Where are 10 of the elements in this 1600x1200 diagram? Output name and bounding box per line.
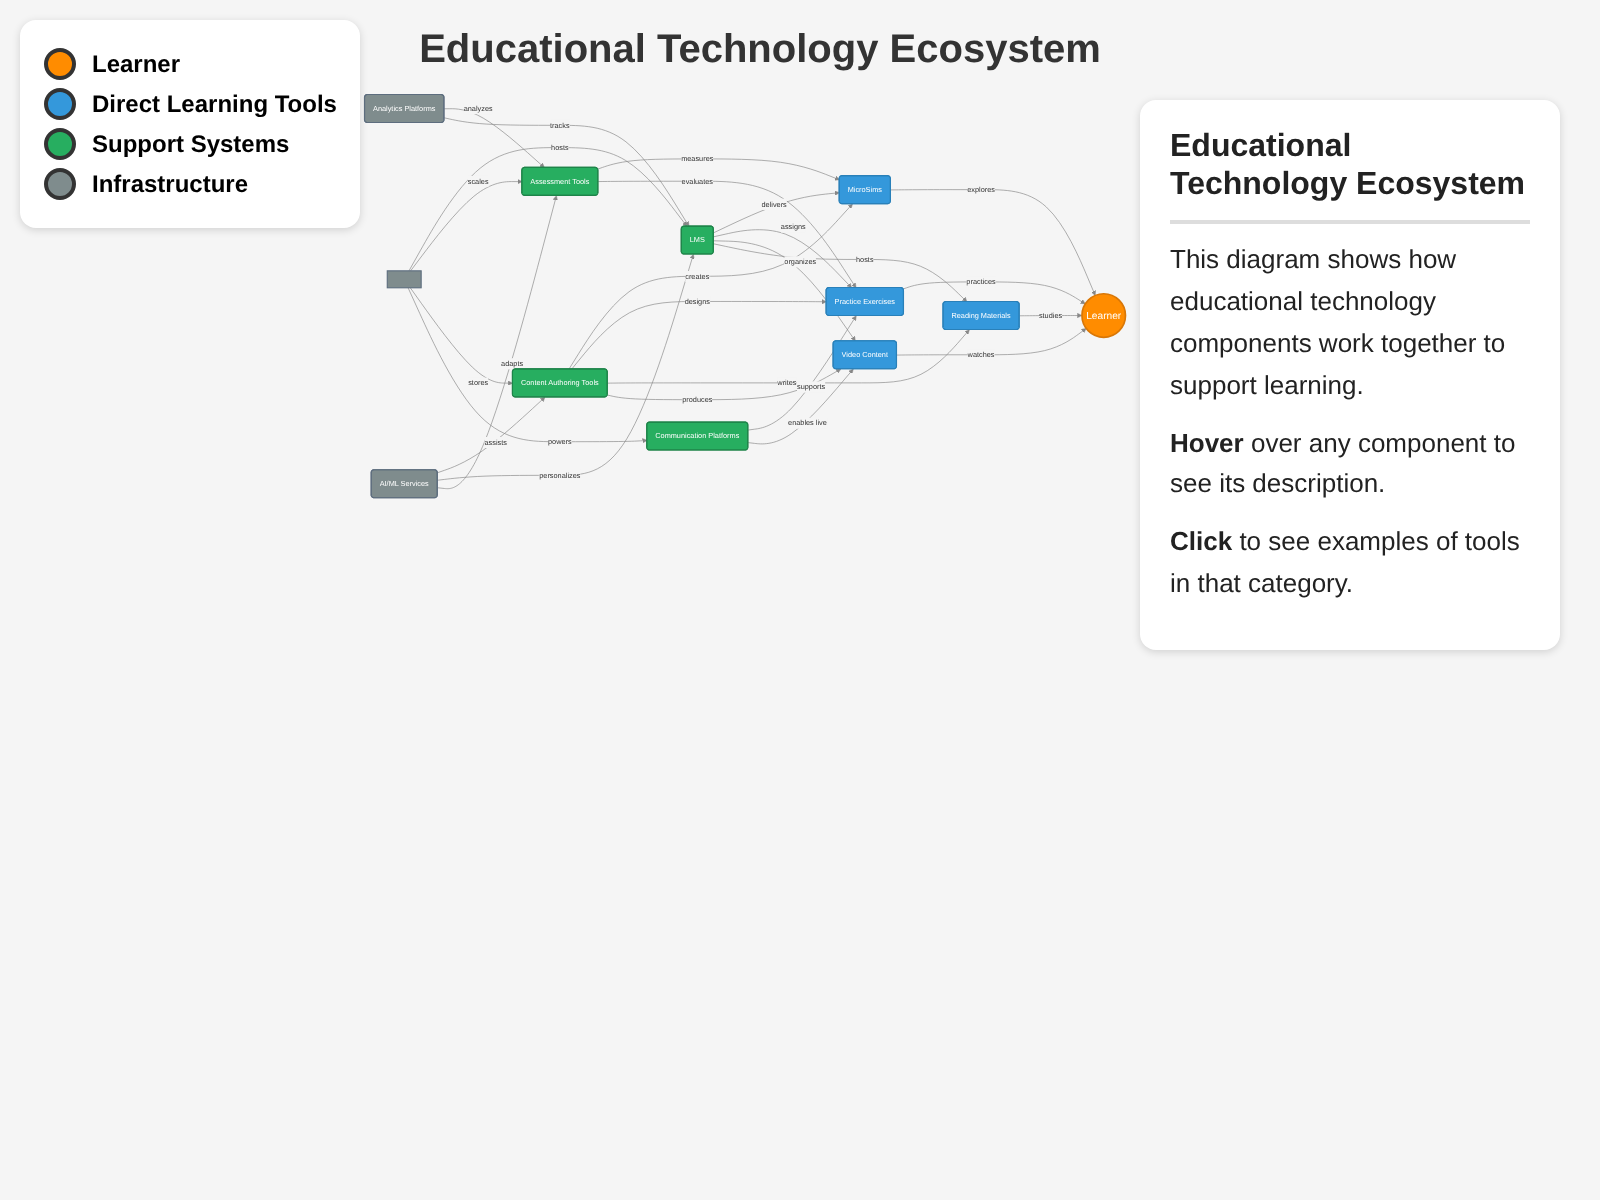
- panel-text: Click to see examples of tools in that category.: [1170, 524, 1522, 602]
- legend-label: Learner: [92, 50, 181, 78]
- node-box: [386, 270, 422, 289]
- panel-text: Hover over any component to see its description.: [1170, 425, 1518, 503]
- legend-label: Direct Learning Tools: [92, 90, 337, 118]
- legend-label: Infrastructure: [92, 170, 249, 198]
- panel-heading: Educational Technology Ecosystem: [1170, 128, 1530, 225]
- legend-label: Support Systems: [92, 130, 290, 158]
- diagram-title: Educational Technology Ecosystem: [417, 28, 1103, 74]
- panel-text: This diagram shows how educational technology components work together to support learning.: [1170, 242, 1508, 404]
